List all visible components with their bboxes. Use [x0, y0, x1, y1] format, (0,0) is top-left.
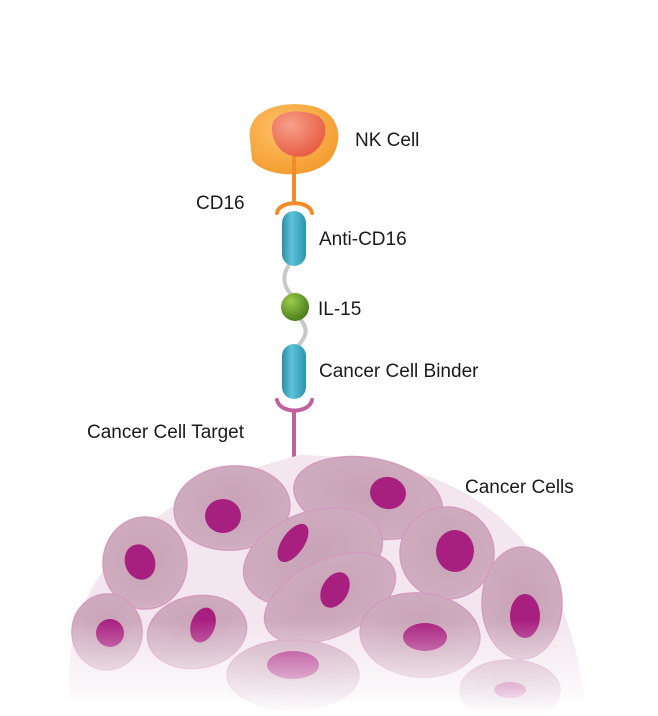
cancer-cell-nucleus [124, 544, 156, 580]
cancer-cell-nucleus [320, 572, 350, 608]
cancer-cell-target-label: Cancer Cell Target [87, 422, 245, 443]
linker [282, 263, 308, 348]
nk-nucleus [272, 111, 326, 157]
cancer-cell-nucleus [370, 476, 406, 510]
cancer-cell-nucleus [436, 530, 474, 572]
il15-label: IL-15 [318, 299, 362, 320]
cancer-cells-label: Cancer Cells [465, 477, 574, 498]
il15-domain [281, 293, 309, 321]
cancer-cell-nucleus [205, 499, 241, 533]
cancer-cell [102, 516, 188, 610]
cancer-cell-target-receptor [275, 398, 314, 458]
nk-cell-label: NK Cell [355, 130, 420, 151]
cancer-cell [399, 506, 495, 600]
anti-cd16-domain [282, 211, 306, 266]
cancer-cell-nucleus [277, 523, 309, 563]
cancer-cell-binder-label: Cancer Cell Binder [319, 361, 479, 382]
cancer-cell-binder-domain [282, 344, 306, 399]
cancer-cells-cluster [0, 455, 658, 716]
cd16-label: CD16 [196, 193, 245, 214]
anti-cd16-label: Anti-CD16 [319, 229, 407, 250]
cd16-receptor [275, 156, 314, 215]
nk-cell [249, 104, 339, 175]
cancer-cell [173, 465, 291, 551]
